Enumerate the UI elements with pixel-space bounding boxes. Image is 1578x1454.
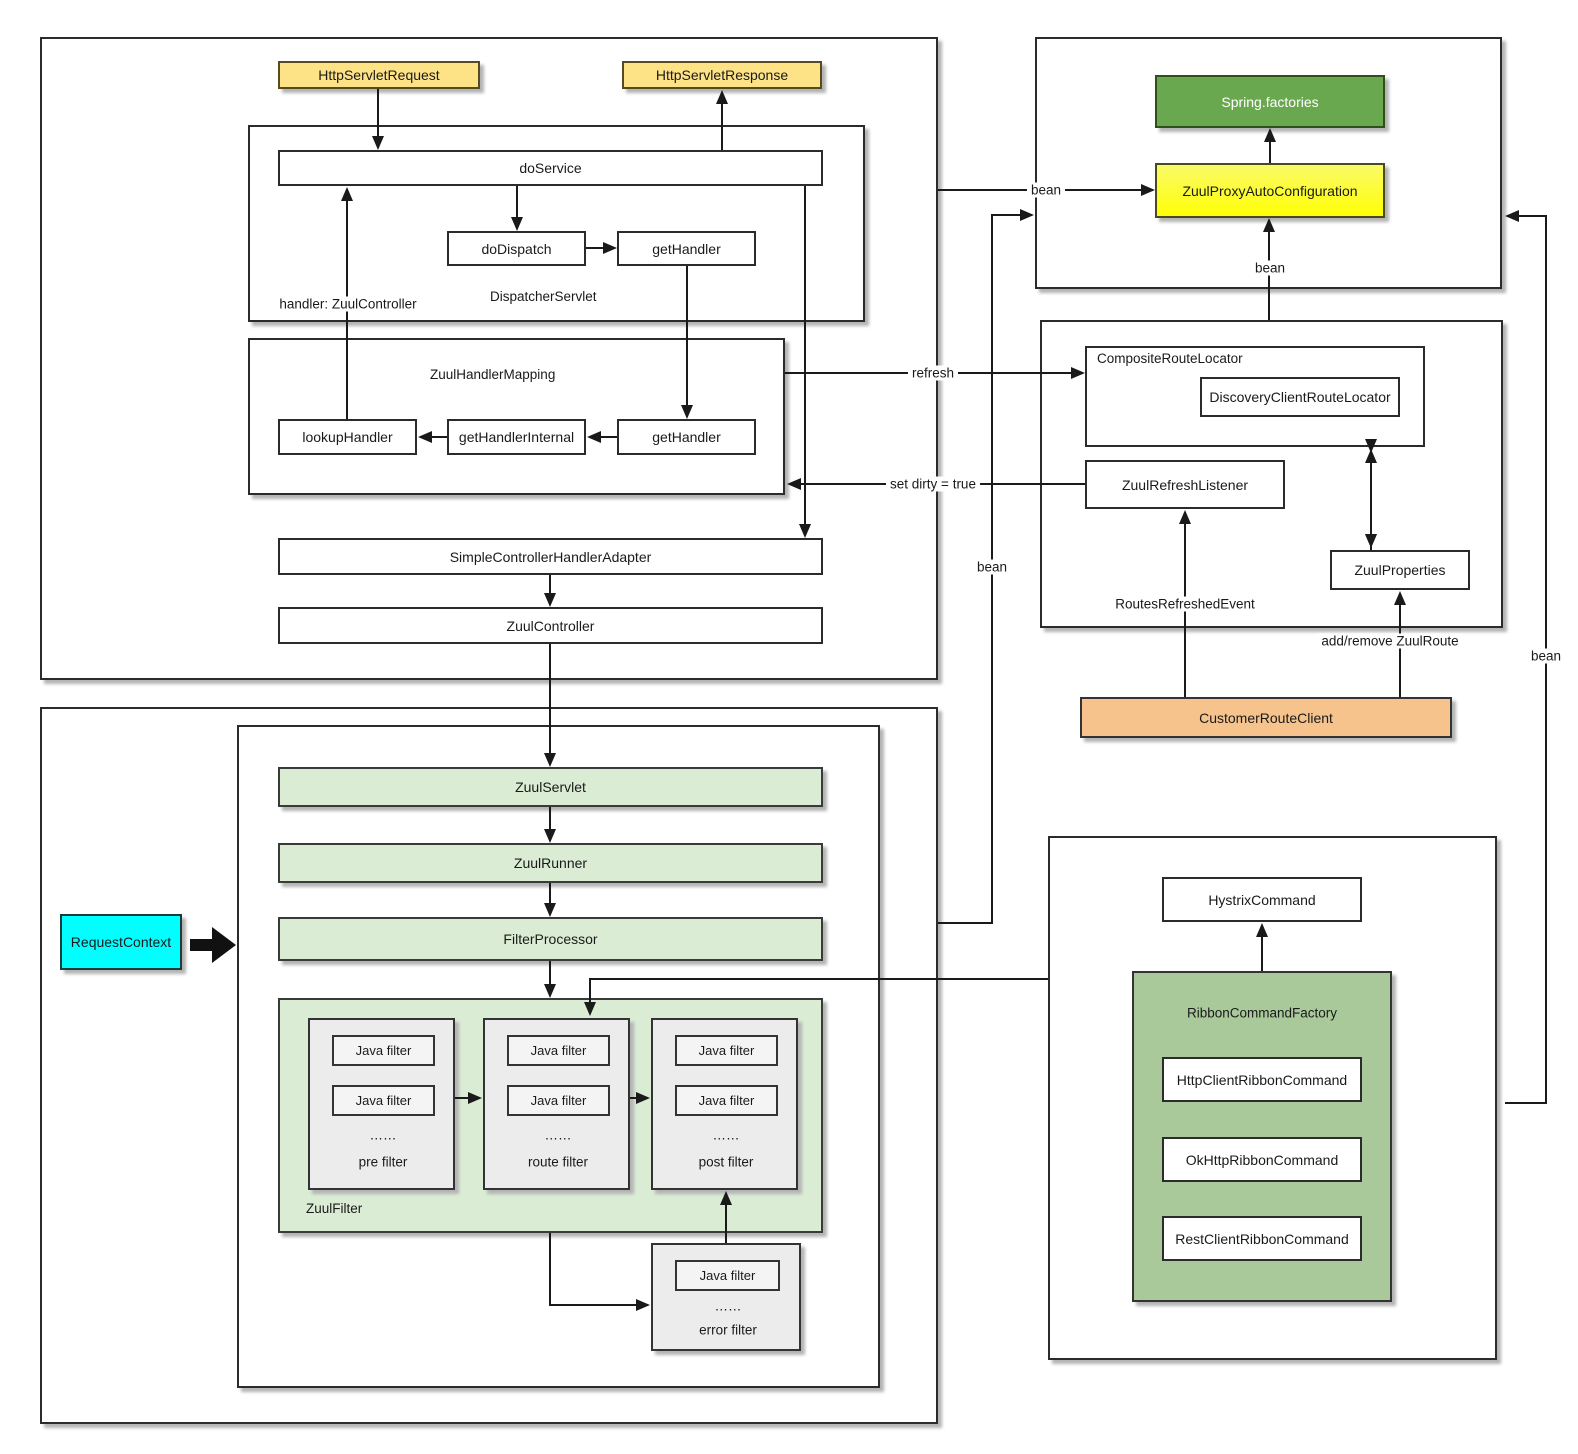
spring-factories-label: Spring.factories [1221, 93, 1319, 110]
http-client-ribbon-command-box: HttpClientRibbonCommand [1162, 1057, 1362, 1102]
get-handler-internal-label: getHandlerInternal [458, 429, 575, 445]
http-servlet-request-box: HttpServletRequest [278, 61, 480, 89]
add-remove-zuul-route-label: add/remove ZuulRoute [1317, 633, 1463, 649]
java-filter-label: Java filter [355, 1093, 412, 1108]
zuul-handler-mapping-container [248, 338, 785, 495]
error-filter-group: Java filter …… error filter [651, 1243, 801, 1351]
bean-edge-label-ribbon: bean [1526, 648, 1566, 664]
discovery-client-route-locator-box: DiscoveryClientRouteLocator [1200, 377, 1400, 417]
lookup-handler-label: lookupHandler [302, 429, 393, 445]
zuul-controller-box: ZuulController [278, 607, 823, 644]
zuul-controller-label: ZuulController [506, 617, 595, 634]
do-dispatch-box: doDispatch [447, 231, 586, 266]
error-filter-label: error filter [699, 1322, 757, 1338]
zuul-runner-bar: ZuulRunner [278, 843, 823, 883]
java-filter-label: Java filter [355, 1043, 412, 1058]
zuul-properties-box: ZuulProperties [1330, 550, 1470, 590]
dots-label: …… [714, 1298, 742, 1314]
dots-label: …… [544, 1127, 572, 1143]
spring-factories-box: Spring.factories [1155, 75, 1385, 128]
route-filter-group: Java filter Java filter …… route filter [483, 1018, 630, 1190]
java-filter-label: Java filter [698, 1043, 755, 1058]
zuul-proxy-auto-configuration-box: ZuulProxyAutoConfiguration [1155, 163, 1385, 218]
zuul-servlet-bar: ZuulServlet [278, 767, 823, 807]
do-dispatch-label: doDispatch [481, 240, 552, 257]
ok-http-ribbon-command-label: OkHttpRibbonCommand [1185, 1151, 1339, 1168]
zuul-servlet-label: ZuulServlet [515, 779, 586, 795]
post-filter-group: Java filter Java filter …… post filter [651, 1018, 798, 1190]
get-handler-bottom-box: getHandler [617, 419, 756, 455]
lookup-handler-box: lookupHandler [278, 419, 417, 455]
customer-route-client-label: CustomerRouteClient [1199, 709, 1333, 726]
simple-controller-handler-adapter-box: SimpleControllerHandlerAdapter [278, 538, 823, 575]
zuul-runner-label: ZuulRunner [513, 855, 588, 871]
java-filter-label: Java filter [530, 1093, 587, 1108]
java-filter-box: Java filter [507, 1035, 610, 1066]
java-filter-box: Java filter [675, 1085, 778, 1116]
do-service-label: doService [519, 160, 582, 176]
http-servlet-request-label: HttpServletRequest [318, 67, 440, 83]
simple-controller-handler-adapter-label: SimpleControllerHandlerAdapter [449, 548, 652, 565]
zuul-proxy-auto-configuration-label: ZuulProxyAutoConfiguration [1182, 182, 1358, 199]
pre-filter-label: pre filter [358, 1154, 408, 1170]
zuul-filter-label: ZuulFilter [306, 1201, 363, 1216]
get-handler-top-label: getHandler [652, 240, 721, 257]
zuul-handler-mapping-label: ZuulHandlerMapping [430, 367, 556, 382]
hystrix-command-label: HystrixCommand [1208, 891, 1316, 908]
dispatcher-servlet-label: DispatcherServlet [490, 289, 597, 304]
get-handler-top-box: getHandler [617, 231, 756, 266]
bean-edge-label-autoconfig: bean [1026, 182, 1066, 198]
java-filter-box: Java filter [332, 1035, 435, 1066]
get-handler-bottom-label: getHandler [652, 429, 721, 445]
bean-edge-label-routelocator: bean [1250, 260, 1290, 276]
do-service-box: doService [278, 150, 823, 186]
handler-zuul-controller-note: handler: ZuulController [275, 296, 421, 312]
bean-edge-label-filterprocessor: bean [972, 559, 1012, 575]
java-filter-box: Java filter [332, 1085, 435, 1116]
java-filter-label: Java filter [530, 1043, 587, 1058]
dots-label: …… [369, 1127, 397, 1143]
http-servlet-response-label: HttpServletResponse [655, 67, 789, 83]
java-filter-box: Java filter [507, 1085, 610, 1116]
discovery-client-route-locator-label: DiscoveryClientRouteLocator [1209, 389, 1391, 405]
zuul-refresh-listener-label: ZuulRefreshListener [1121, 476, 1249, 493]
request-context-box: RequestContext [60, 914, 182, 970]
post-filter-label: post filter [698, 1154, 754, 1170]
routes-refreshed-event-label: RoutesRefreshedEvent [1111, 596, 1259, 612]
java-filter-label: Java filter [699, 1268, 756, 1283]
zuul-properties-label: ZuulProperties [1354, 562, 1446, 578]
rest-client-ribbon-command-box: RestClientRibbonCommand [1162, 1216, 1362, 1261]
zuul-refresh-listener-box: ZuulRefreshListener [1085, 460, 1285, 509]
pre-filter-group: Java filter Java filter …… pre filter [308, 1018, 455, 1190]
refresh-edge-label: refresh [907, 365, 959, 381]
get-handler-internal-box: getHandlerInternal [447, 419, 586, 455]
composite-route-locator-label: CompositeRouteLocator [1097, 351, 1243, 366]
http-servlet-response-box: HttpServletResponse [622, 61, 822, 89]
request-context-label: RequestContext [70, 934, 172, 950]
java-filter-box: Java filter [675, 1035, 778, 1066]
route-filter-label: route filter [527, 1154, 589, 1170]
http-client-ribbon-command-label: HttpClientRibbonCommand [1176, 1071, 1348, 1088]
hystrix-command-box: HystrixCommand [1162, 877, 1362, 922]
ok-http-ribbon-command-box: OkHttpRibbonCommand [1162, 1137, 1362, 1182]
java-filter-label: Java filter [698, 1093, 755, 1108]
rest-client-ribbon-command-label: RestClientRibbonCommand [1175, 1230, 1349, 1247]
filter-processor-bar: FilterProcessor [278, 917, 823, 961]
java-filter-box: Java filter [675, 1260, 780, 1291]
ribbon-command-factory-label: RibbonCommandFactory [1186, 1005, 1338, 1021]
set-dirty-edge-label: set dirty = true [886, 476, 980, 492]
customer-route-client-box: CustomerRouteClient [1080, 697, 1452, 738]
dots-label: …… [712, 1127, 740, 1143]
filter-processor-label: FilterProcessor [503, 931, 598, 947]
